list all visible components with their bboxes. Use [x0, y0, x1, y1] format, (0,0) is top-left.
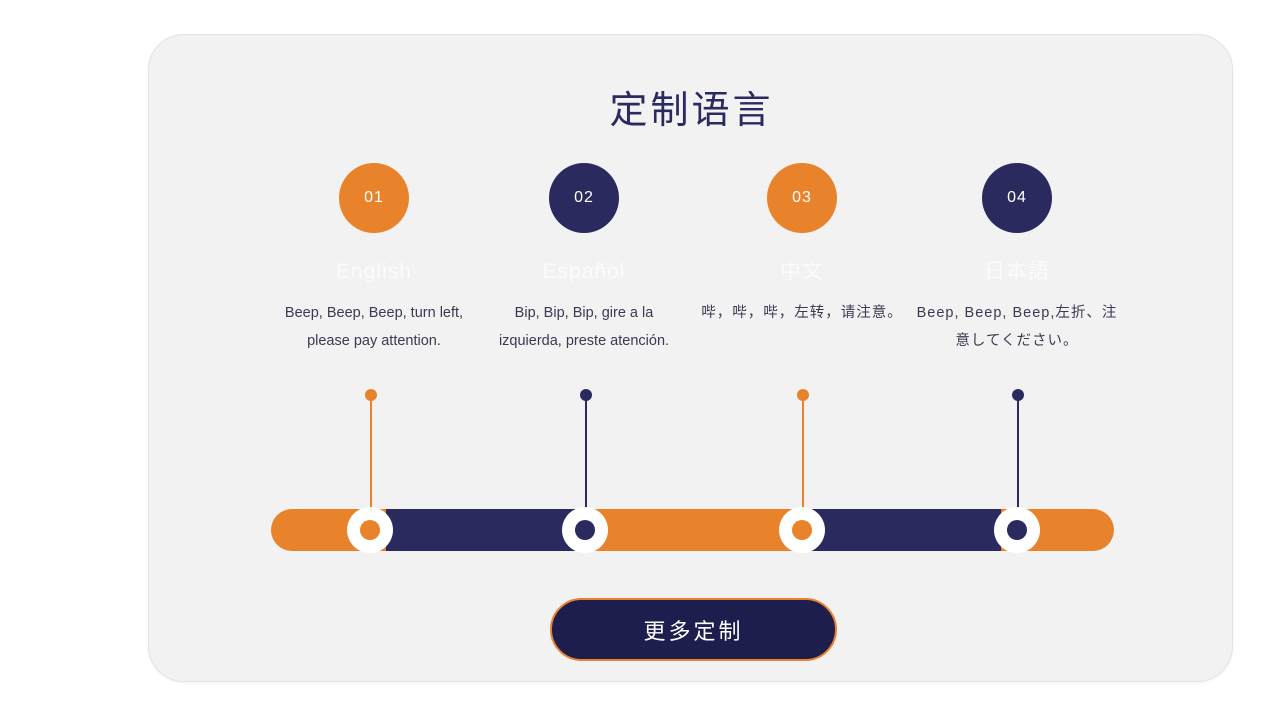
language-heading-japanese: 日本語	[984, 260, 1050, 283]
pin-stem	[370, 400, 372, 535]
language-sample-japanese: Beep, Beep, Beep,左折、注意してください。	[916, 305, 1118, 349]
step-badge-04[interactable]: 04	[982, 163, 1052, 233]
language-column-japanese: 04 日本語 Beep, Beep, Beep,左折、注意してください。	[902, 163, 1132, 355]
marker-dot-icon	[575, 520, 595, 540]
progress-segment	[592, 509, 798, 551]
step-badge-02[interactable]: 02	[549, 163, 619, 233]
page-title: 定制语言	[609, 90, 774, 132]
content-card: 定制语言 01 English Beep, Beep, Beep, turn l…	[148, 34, 1233, 682]
language-column-spanish: 02 Español Bip, Bip, Bip, gire a la izqu…	[469, 163, 699, 355]
progress-marker-02[interactable]	[562, 507, 608, 553]
language-sample-english: Beep, Beep, Beep, turn left, please pay …	[284, 305, 464, 349]
language-column-chinese: 03 中文 哔，哔，哔，左转，请注意。	[687, 163, 917, 327]
marker-dot-icon	[1007, 520, 1027, 540]
progress-marker-01[interactable]	[347, 507, 393, 553]
language-sample-chinese: 哔，哔，哔，左转，请注意。	[701, 305, 903, 321]
progress-segment	[797, 509, 1001, 551]
progress-marker-04[interactable]	[994, 507, 1040, 553]
pin-head-icon	[797, 389, 809, 401]
pin-stem	[1017, 400, 1019, 535]
pin-connector-01	[365, 389, 377, 535]
pin-stem	[802, 400, 804, 535]
pin-head-icon	[580, 389, 592, 401]
language-heading-chinese: 中文	[780, 260, 824, 283]
step-badge-03[interactable]: 03	[767, 163, 837, 233]
pin-head-icon	[1012, 389, 1024, 401]
step-badge-01[interactable]: 01	[339, 163, 409, 233]
progress-bar[interactable]	[271, 509, 1114, 551]
pin-stem	[585, 400, 587, 535]
more-customization-button[interactable]: 更多定制	[550, 598, 837, 661]
language-heading-english: English	[336, 260, 412, 283]
progress-segment	[386, 509, 593, 551]
marker-dot-icon	[792, 520, 812, 540]
pin-head-icon	[365, 389, 377, 401]
pin-connector-04	[1012, 389, 1024, 535]
language-heading-spanish: Español	[542, 260, 626, 283]
language-sample-spanish: Bip, Bip, Bip, gire a la izquierda, pres…	[498, 305, 670, 349]
pin-connector-02	[580, 389, 592, 535]
marker-dot-icon	[360, 520, 380, 540]
language-column-english: 01 English Beep, Beep, Beep, turn left, …	[259, 163, 489, 355]
pin-connector-03	[797, 389, 809, 535]
progress-marker-03[interactable]	[779, 507, 825, 553]
